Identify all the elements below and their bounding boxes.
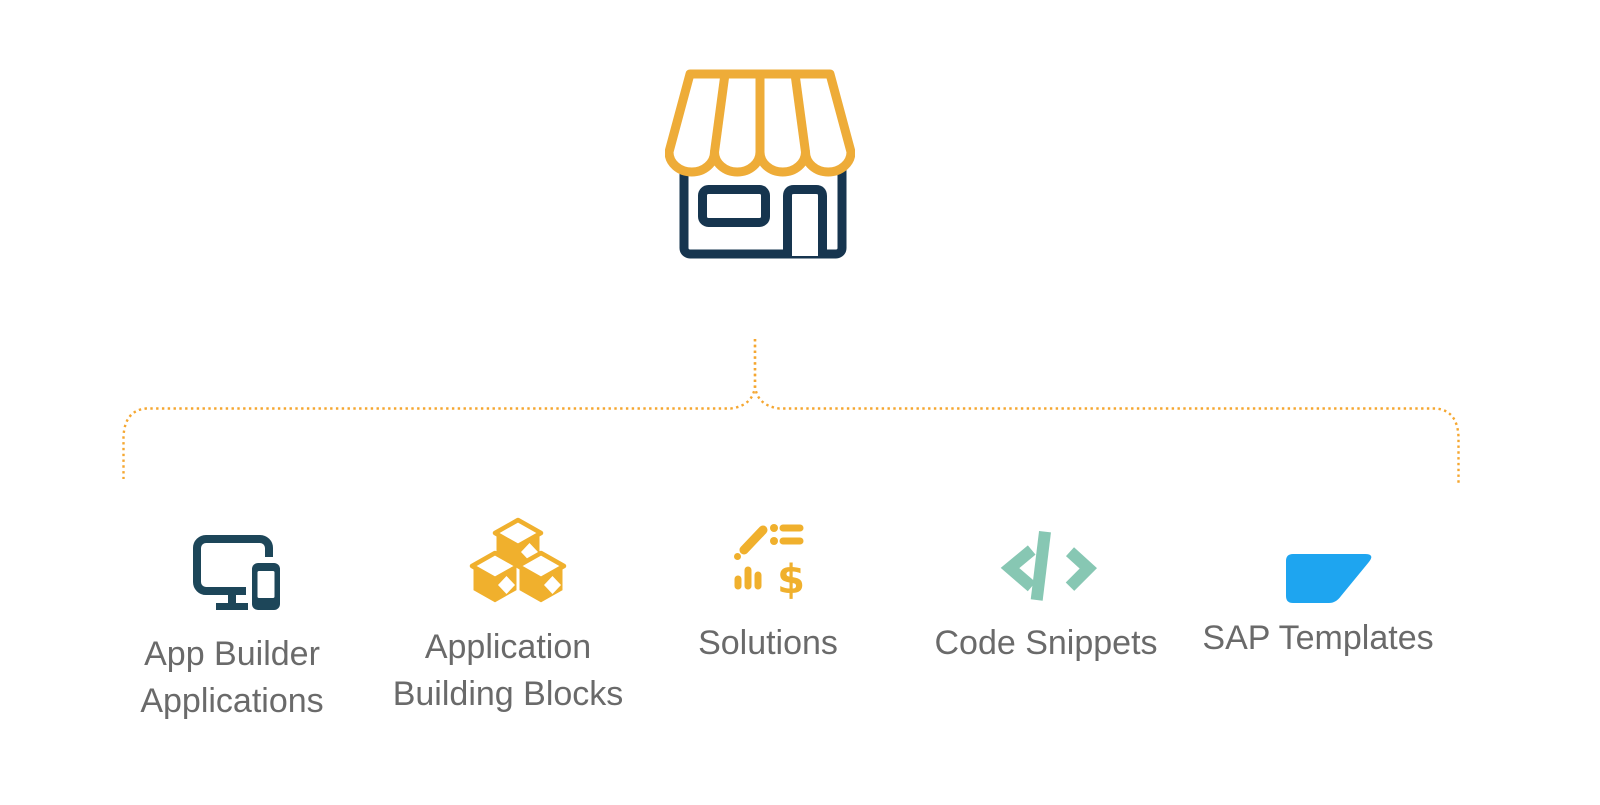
item-label: Code Snippets (934, 620, 1157, 667)
list-bullet (770, 537, 778, 545)
code-brackets-icon (1000, 530, 1097, 601)
slash (1030, 530, 1051, 601)
business-solutions-icon: $ (734, 524, 805, 603)
store-window (698, 185, 770, 227)
left-angle-bracket (1000, 545, 1036, 592)
block-cube-bottom-left (469, 550, 521, 606)
item-label-line: Code Snippets (934, 624, 1158, 662)
desktop-mobile-icon (193, 535, 290, 621)
item-label-line: App Builder (144, 635, 320, 673)
item-label: Application Building Blocks (393, 624, 624, 718)
item-label-line: Solutions (698, 624, 838, 662)
item-label-line: Application (424, 628, 592, 666)
item-label: Solutions (698, 620, 838, 667)
right-angle-bracket (1065, 547, 1097, 591)
connector-left-branch (122, 339, 757, 479)
list-bullet (770, 524, 778, 532)
awning-stripe-divider (790, 73, 810, 153)
awning-stripe-divider (710, 73, 730, 153)
sap-logo-icon (1286, 554, 1372, 603)
storefront-icon (665, 69, 855, 259)
sap-logo-shape (1286, 554, 1372, 603)
building-blocks-icon (469, 517, 567, 606)
pencil-icon (739, 525, 768, 555)
dollar-sign-icon: $ (777, 557, 805, 603)
connector-right-branch (753, 339, 1460, 483)
block-cube-bottom-right (515, 550, 567, 606)
item-label-line: Building Blocks (392, 675, 624, 713)
phone-screen (257, 571, 275, 598)
pencil-tip (734, 553, 741, 560)
item-label: SAP Templates (1202, 615, 1433, 662)
item-label-line: SAP Templates (1202, 619, 1434, 657)
item-label: App Builder Applications (140, 631, 323, 725)
item-label-line: Applications (140, 682, 324, 720)
store-door (783, 185, 827, 256)
